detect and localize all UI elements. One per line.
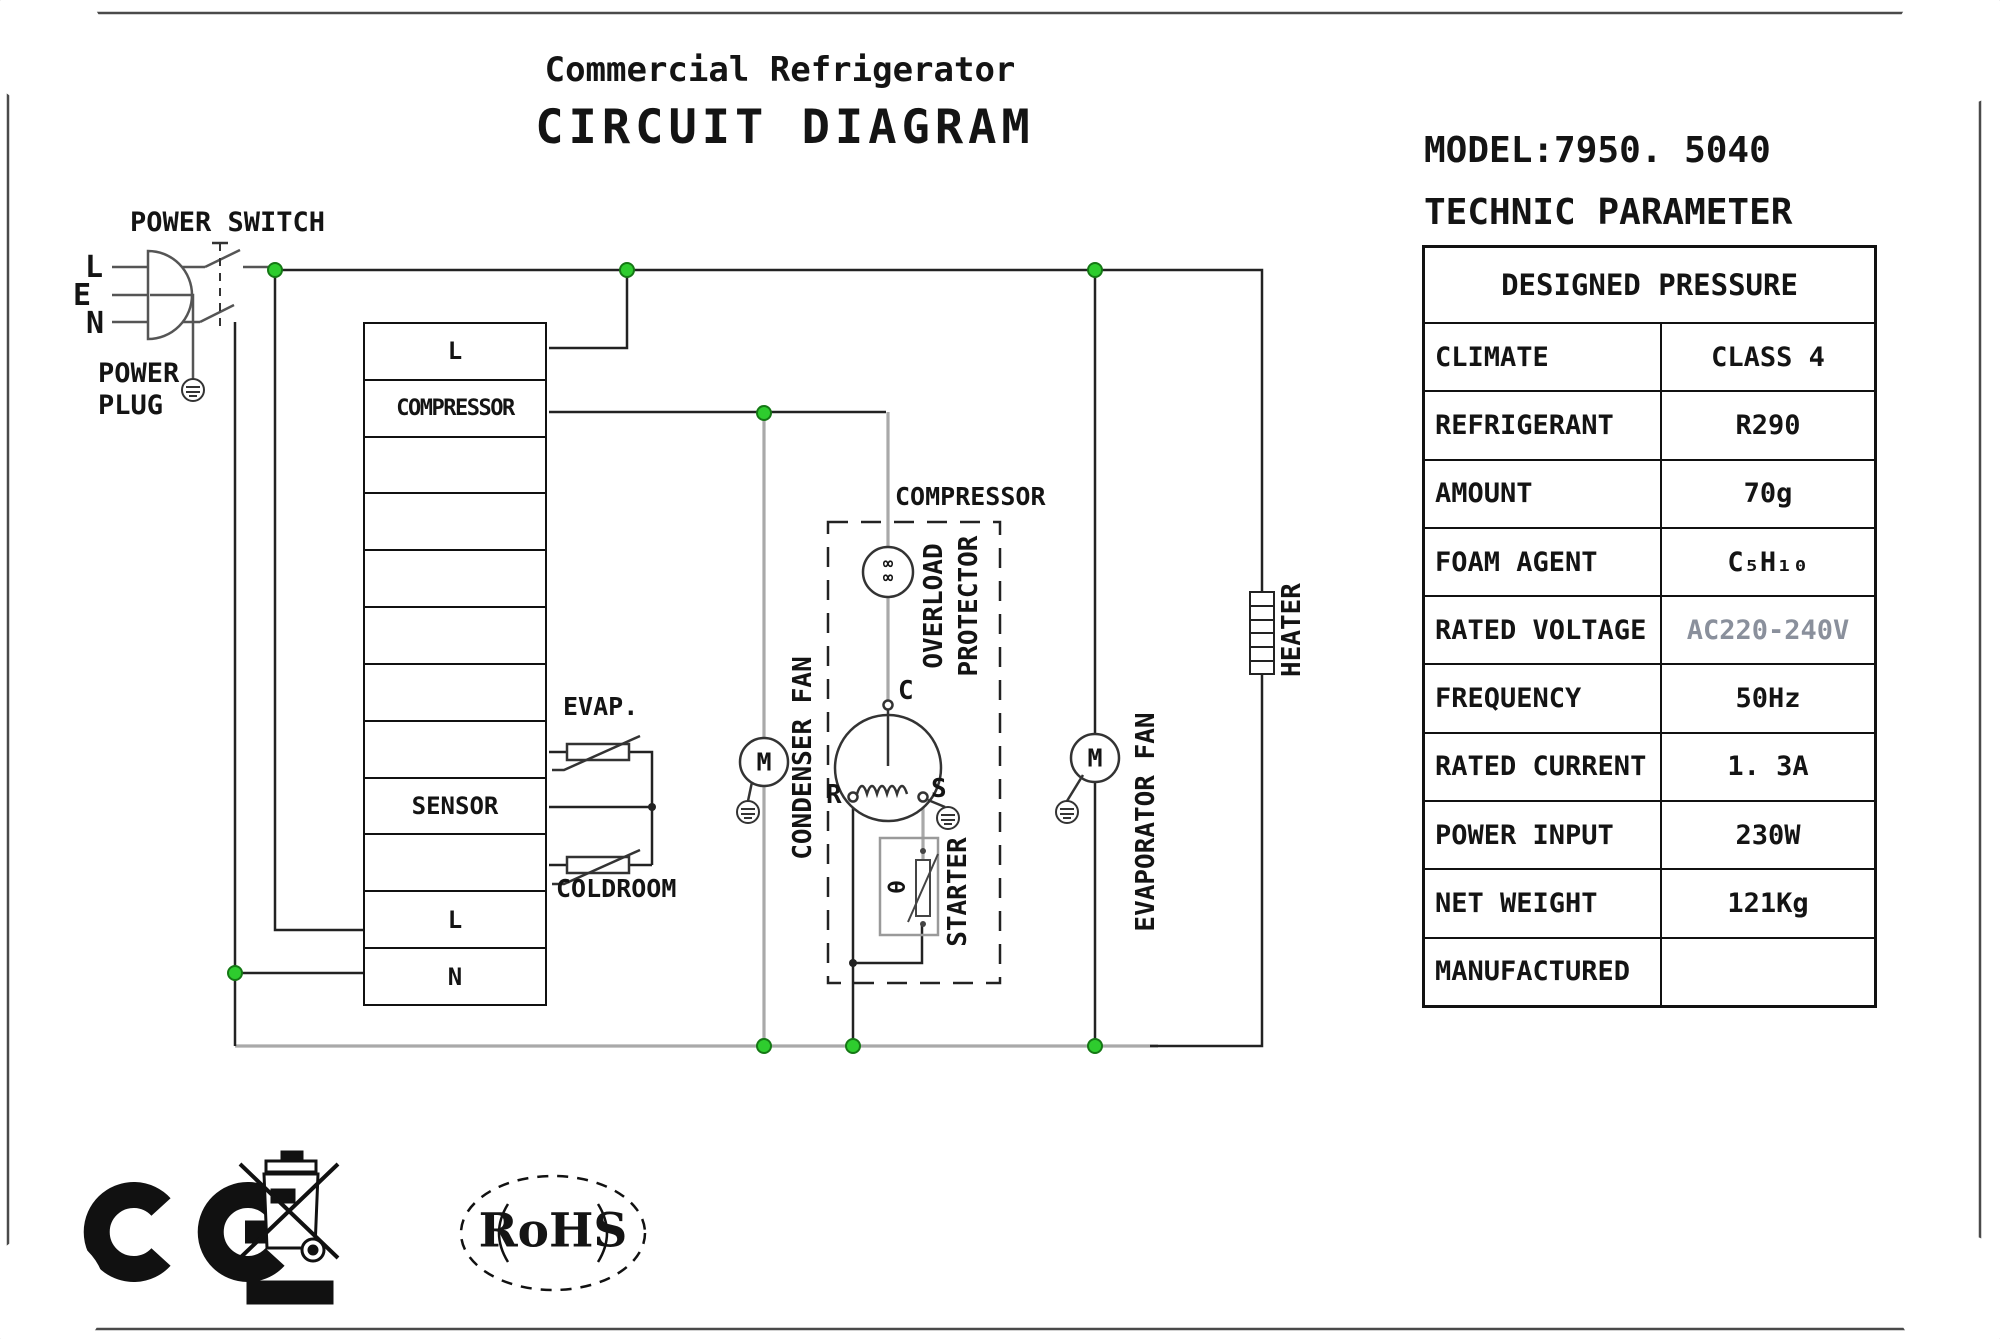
- compressor-label: COMPRESSOR: [895, 482, 1046, 511]
- photo-corner: [0, 1233, 106, 1339]
- row-label: FOAM AGENT: [1425, 528, 1662, 596]
- row-value: AC220-240V: [1686, 614, 1850, 646]
- power-switch-symbol: [182, 241, 275, 332]
- power-switch-label: POWER SWITCH: [130, 207, 326, 238]
- terminal-row: [365, 438, 545, 495]
- row-value: CLASS 4: [1711, 341, 1825, 373]
- coldroom-sensor-symbol: [552, 848, 641, 886]
- table-row: REFRIGERANT R290: [1425, 392, 1874, 461]
- evaporator-motor-m-label: M: [1087, 743, 1103, 773]
- photo-corner: [1894, 0, 2000, 106]
- row-value: [1662, 939, 1874, 1005]
- table-row: FOAM AGENT C₅H₁₀: [1425, 528, 1874, 598]
- ground-icon: [936, 806, 960, 830]
- row-value: 1. 3A: [1727, 751, 1809, 783]
- compressor-motor-symbol: [833, 699, 946, 823]
- terminal-row: [365, 494, 545, 552]
- terminal-row: L: [365, 324, 545, 381]
- row-value: 230W: [1735, 819, 1801, 851]
- condenser-fan-symbol: [738, 736, 790, 802]
- row-value: 121Kg: [1727, 888, 1809, 920]
- junction-dots-green: [227, 262, 1103, 1054]
- page-subtitle: CIRCUIT DIAGRAM: [535, 100, 1035, 155]
- terminal-row: N: [447, 962, 463, 991]
- row-label: RATED VOLTAGE: [1425, 597, 1662, 664]
- condenser-fan-label: CONDENSER FAN: [788, 656, 818, 860]
- terminal-row: [365, 722, 545, 779]
- plug-line-l-label: L: [85, 250, 104, 285]
- evaporator-fan-label: EVAPORATOR FAN: [1131, 712, 1161, 932]
- power-plug-label: POWER PLUG: [98, 358, 180, 421]
- starter-theta-label: θ: [885, 880, 911, 894]
- controller-terminal-block: L COMPRESSOR SENSOR L N: [363, 322, 547, 1006]
- plug-line-n-label: N: [86, 306, 105, 341]
- condenser-motor-m-label: M: [756, 747, 772, 777]
- table-row: MANUFACTURED: [1425, 938, 1874, 1005]
- overload-element-glyph: ∞ ∞: [882, 554, 894, 588]
- heater-symbol: [1249, 591, 1275, 675]
- table-row: RATED VOLTAGE AC220-240V: [1425, 597, 1874, 666]
- ground-symbols: [181, 378, 1079, 830]
- terminal-row: COMPRESSOR: [365, 381, 545, 438]
- junction-dots-black: [648, 803, 857, 967]
- row-label: FREQUENCY: [1425, 665, 1662, 732]
- terminal-row: [365, 835, 545, 893]
- motor-terminal-r-label: R: [826, 780, 842, 810]
- power-plug: [112, 249, 195, 379]
- page-title: Commercial Refrigerator: [544, 50, 1016, 90]
- row-value: 70g: [1743, 478, 1793, 510]
- overload-protector-label: OVERLOAD PROTECTOR: [919, 535, 984, 677]
- technic-parameter-title: TECHNIC PARAMETER: [1424, 192, 1793, 233]
- rohs-badge-label: RoHS: [478, 1203, 628, 1259]
- heater-label: HEATER: [1277, 583, 1307, 677]
- table-row: POWER INPUT 230W: [1425, 802, 1874, 871]
- photo-corner: [0, 0, 106, 106]
- evap-sensor-symbol: [552, 734, 641, 772]
- compressor-dashed-box: [826, 520, 1002, 985]
- row-label: NET WEIGHT: [1425, 870, 1662, 937]
- technic-parameter-table: DESIGNED PRESSURE CLIMATE CLASS 4 REFRIG…: [1422, 245, 1877, 1008]
- table-row: AMOUNT 70g: [1425, 460, 1874, 529]
- terminal-row: [365, 608, 545, 665]
- row-label: CLIMATE: [1425, 324, 1662, 391]
- table-row: RATED CURRENT 1. 3A: [1425, 733, 1874, 803]
- ce-mark-icon: [83, 1182, 286, 1282]
- row-value: R290: [1735, 409, 1801, 441]
- evaporator-fan-symbol: [1065, 732, 1121, 802]
- table-header: DESIGNED PRESSURE: [1425, 248, 1874, 324]
- photo-corner: [1894, 1233, 2000, 1339]
- row-label: AMOUNT: [1425, 460, 1662, 527]
- terminal-row: [365, 665, 545, 722]
- motor-terminal-s-label: S: [931, 774, 947, 804]
- overload-protector-symbol: [861, 545, 915, 599]
- motor-terminal-c-label: C: [898, 676, 914, 706]
- evap-sensor-label: EVAP.: [563, 692, 639, 721]
- row-label: MANUFACTURED: [1425, 938, 1662, 1005]
- starter-label: STARTER: [943, 837, 973, 947]
- row-value: 50Hz: [1735, 683, 1801, 715]
- terminal-row: L: [365, 892, 545, 950]
- starter-symbol: [878, 836, 940, 937]
- table-row: CLIMATE CLASS 4: [1425, 324, 1874, 393]
- ground-icon: [1055, 800, 1079, 824]
- table-row: FREQUENCY 50Hz: [1425, 665, 1874, 734]
- ground-icon: [181, 378, 205, 402]
- black-wires: [233, 268, 1264, 1048]
- row-label: RATED CURRENT: [1425, 733, 1662, 801]
- model-number: MODEL:7950. 5040: [1424, 130, 1771, 171]
- ground-icon: [736, 800, 760, 824]
- row-label: REFRIGERANT: [1425, 392, 1662, 459]
- weee-bin-icon: [238, 1150, 340, 1305]
- terminal-row: SENSOR: [365, 779, 545, 836]
- plug-line-e-label: E: [73, 278, 92, 313]
- rohs-badge-icon: [459, 1174, 647, 1292]
- row-label: POWER INPUT: [1425, 802, 1662, 869]
- coldroom-sensor-label: COLDROOM: [556, 874, 677, 903]
- terminal-row: [365, 551, 545, 609]
- table-row: NET WEIGHT 121Kg: [1425, 870, 1874, 939]
- row-value: C₅H₁₀: [1727, 546, 1809, 578]
